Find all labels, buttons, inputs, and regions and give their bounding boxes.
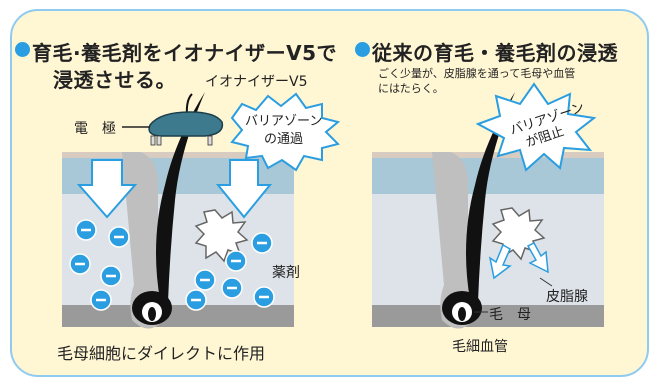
gland-label: 皮脂腺: [546, 289, 588, 305]
left-bubble-line1: バリアゾーン: [245, 114, 323, 129]
gland-arrow-1: [488, 243, 512, 280]
right-sub-line2: にはたらく。: [378, 82, 444, 95]
right-hair: [466, 92, 515, 302]
left-sebaceous-gland: [194, 209, 249, 263]
left-ions: [69, 219, 275, 311]
right-skin-diagram: [372, 92, 604, 329]
right-caption: 毛細血管: [452, 339, 508, 355]
gland-arrow-2: [526, 242, 549, 274]
medicine-label: 薬剤: [272, 265, 300, 281]
left-heading-bullet: [15, 42, 30, 57]
right-follicle: [432, 152, 475, 329]
left-heading-line2: 浸透させる。: [53, 68, 176, 92]
right-burst-bubble: [475, 82, 597, 172]
left-bubble-line2: の通過: [264, 132, 304, 147]
left-capillary: [62, 305, 294, 327]
left-arrow-down-2: [215, 159, 273, 219]
right-heading: 従来の育毛・養毛剤の浸透: [372, 41, 618, 65]
ionizer-device-icon: [148, 93, 224, 146]
left-hair: [156, 92, 205, 302]
device-label: イオナイザーV5: [205, 74, 308, 90]
left-heading-line1: 育毛·養毛剤をイオナイザーV5で: [32, 41, 337, 65]
left-skin-diagram: [62, 92, 294, 329]
left-follicle: [122, 152, 165, 329]
right-heading-bullet: [355, 42, 370, 57]
left-bubble: [230, 92, 341, 172]
left-arrow-down-1: [76, 159, 138, 219]
left-caption: 毛母細胞にダイレクトに作用: [57, 344, 266, 363]
right-capillary: [372, 305, 604, 327]
electrode-label: 電 極: [74, 121, 116, 137]
right-sub-line1: ごく少量が、皮脂腺を通って毛母や血管: [378, 67, 576, 80]
root-label: 毛 母: [489, 307, 531, 323]
